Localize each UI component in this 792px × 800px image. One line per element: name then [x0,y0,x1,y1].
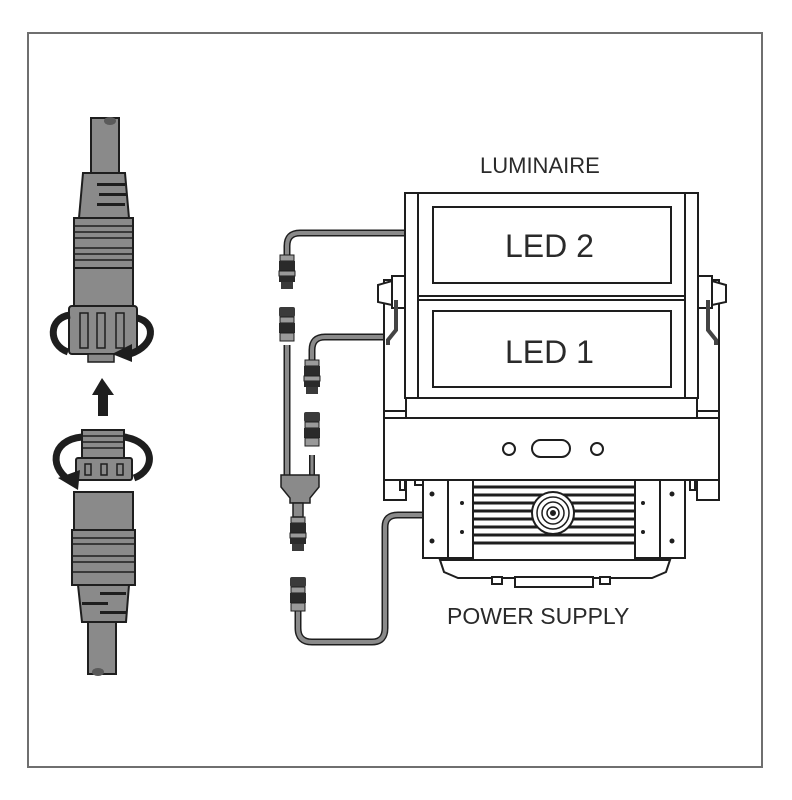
led2-panel [432,206,672,284]
figure-frame [27,32,763,768]
led1-panel [432,310,672,388]
cable-harness [283,229,428,646]
power-supply-label: POWER SUPPLY [447,603,630,629]
connector-detail [49,117,154,676]
led2-label: LED 2 [505,228,594,264]
led1-label: LED 1 [505,334,594,370]
luminaire [377,192,727,501]
luminaire-label: LUMINAIRE [480,153,600,178]
power-supply [422,479,686,588]
y-splitter [280,474,320,504]
